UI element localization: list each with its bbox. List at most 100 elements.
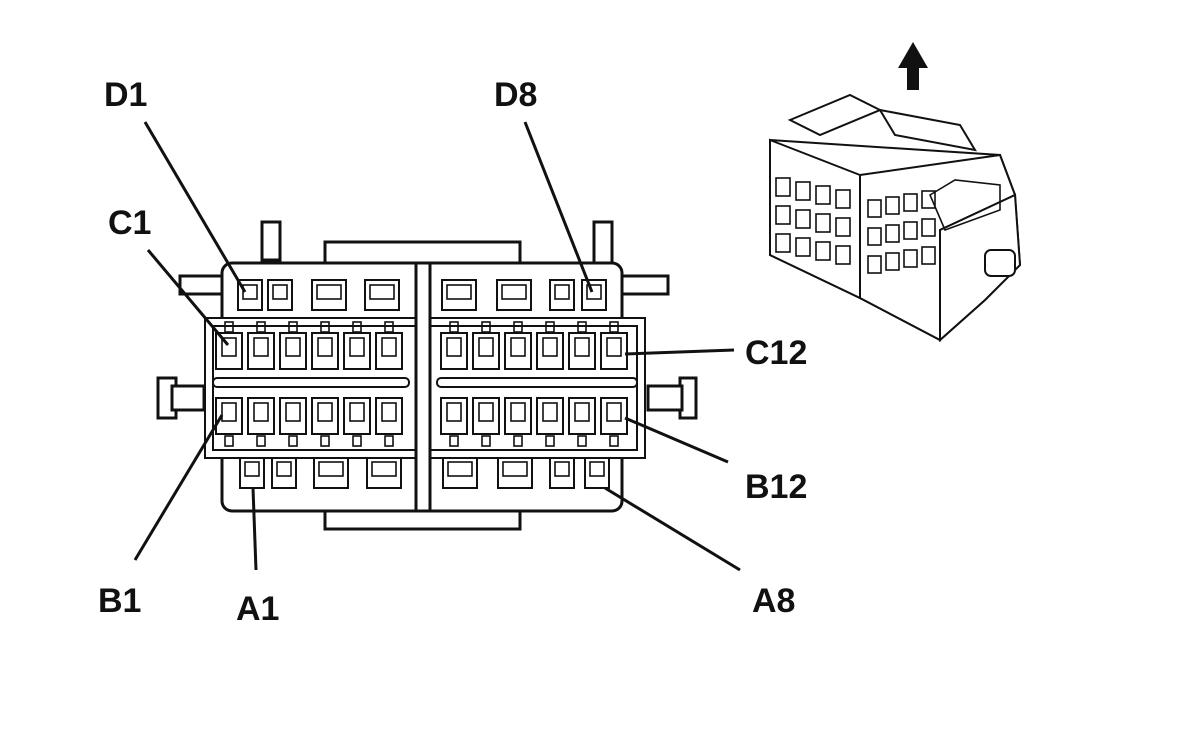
pin-b9-contact — [510, 402, 526, 422]
pin-c10-latch — [545, 321, 555, 333]
pin-c9 — [504, 332, 532, 370]
left-post — [260, 220, 282, 262]
pin-c8-latch — [481, 321, 491, 333]
iso-right-cell — [903, 193, 918, 212]
pin-a5-contact — [447, 461, 473, 477]
pin-b8-contact — [478, 402, 494, 422]
iso-left-cell — [815, 213, 831, 233]
pin-b6-latch — [384, 435, 394, 447]
iso-right-cell — [885, 196, 900, 215]
pin-c11-contact — [574, 337, 590, 357]
pin-c6 — [375, 332, 403, 370]
pin-b12-latch — [609, 435, 619, 447]
pin-a8 — [584, 457, 610, 489]
center-divider — [414, 261, 432, 513]
pin-d7 — [549, 279, 575, 311]
pin-b12-contact — [606, 402, 622, 422]
pin-d4-contact — [369, 284, 395, 300]
label-a1: A1 — [236, 590, 279, 628]
pin-c2-latch — [256, 321, 266, 333]
pin-c1-latch — [224, 321, 234, 333]
up-arrow-icon — [898, 42, 928, 90]
rail-right — [436, 377, 638, 388]
pin-d5-contact — [446, 284, 472, 300]
pin-c7-contact — [446, 337, 462, 357]
pin-b1-latch — [224, 435, 234, 447]
pin-c12 — [600, 332, 628, 370]
pin-d7-contact — [554, 284, 570, 300]
iso-left-cell — [835, 245, 851, 265]
pin-c8-contact — [478, 337, 494, 357]
pin-b11-latch — [577, 435, 587, 447]
iso-right-cell — [903, 249, 918, 268]
pin-a6-contact — [502, 461, 528, 477]
pin-b3-contact — [285, 402, 301, 422]
pin-a1-contact — [244, 461, 260, 477]
iso-left-cell — [795, 209, 811, 229]
leader-b12 — [624, 416, 729, 464]
leader-b1 — [133, 414, 224, 561]
pin-b10 — [536, 397, 564, 435]
pin-b5 — [343, 397, 371, 435]
pin-c5 — [343, 332, 371, 370]
leader-c12 — [624, 348, 735, 356]
pin-c7 — [440, 332, 468, 370]
pin-b10-contact — [542, 402, 558, 422]
pin-b2-latch — [256, 435, 266, 447]
pin-cavities — [215, 279, 628, 489]
pin-c12-contact — [606, 337, 622, 357]
pin-a1 — [239, 457, 265, 489]
pin-c9-contact — [510, 337, 526, 357]
pin-c5-latch — [352, 321, 362, 333]
pin-c2 — [247, 332, 275, 370]
pin-b2-contact — [253, 402, 269, 422]
pin-d6-contact — [501, 284, 527, 300]
pin-c4-contact — [317, 337, 333, 357]
pin-b1-contact — [221, 402, 237, 422]
pin-c9-latch — [513, 321, 523, 333]
pin-c4-latch — [320, 321, 330, 333]
pin-c6-latch — [384, 321, 394, 333]
label-a8: A8 — [752, 582, 795, 620]
iso-left-cell — [835, 189, 851, 209]
pin-b7-contact — [446, 402, 462, 422]
pin-b11 — [568, 397, 596, 435]
iso-left-cell — [775, 177, 791, 197]
pin-c7-latch — [449, 321, 459, 333]
leader-lines — [133, 121, 741, 572]
pin-d2-contact — [272, 284, 288, 300]
pin-d8-contact — [586, 284, 602, 300]
right-flange — [618, 274, 670, 296]
pin-c5-contact — [349, 337, 365, 357]
iso-right-cell — [921, 246, 936, 265]
pin-b8-latch — [481, 435, 491, 447]
pin-b7 — [440, 397, 468, 435]
pin-c6-contact — [381, 337, 397, 357]
pin-b10-latch — [545, 435, 555, 447]
connector-face — [156, 220, 698, 531]
iso-right-cell — [867, 227, 882, 246]
pin-c10-contact — [542, 337, 558, 357]
pin-b1 — [215, 397, 243, 435]
iso-right-cell — [921, 190, 936, 209]
leader-a1 — [251, 487, 258, 571]
pin-b4-latch — [320, 435, 330, 447]
pin-d3-contact — [316, 284, 342, 300]
pin-c4 — [311, 332, 339, 370]
pin-b2 — [247, 397, 275, 435]
pin-b3-latch — [288, 435, 298, 447]
pin-b8 — [472, 397, 500, 435]
leader-c1 — [146, 249, 230, 346]
pin-b5-latch — [352, 435, 362, 447]
iso-right-cell — [903, 221, 918, 240]
pin-b4 — [311, 397, 339, 435]
pin-c3 — [279, 332, 307, 370]
left-peg-stem — [170, 384, 206, 412]
iso-right-cell — [867, 199, 882, 218]
pin-a4-contact — [371, 461, 397, 477]
label-d8: D8 — [494, 76, 537, 114]
leader-a8 — [604, 486, 741, 572]
pin-b4-contact — [317, 402, 333, 422]
pin-c11-latch — [577, 321, 587, 333]
